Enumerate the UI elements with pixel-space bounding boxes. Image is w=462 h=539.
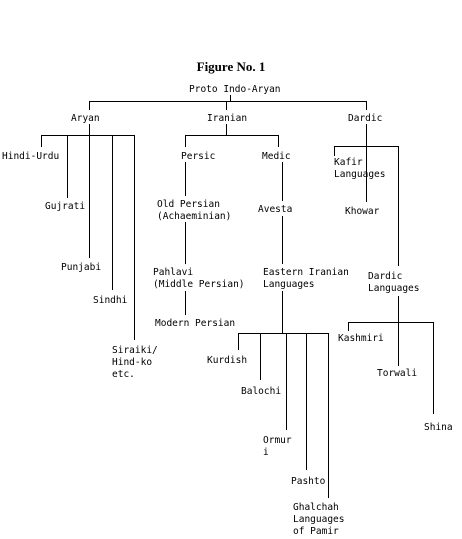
- node-dardic: Dardic: [348, 113, 383, 124]
- node-sindhi: Sindhi: [93, 295, 128, 306]
- figure-title: Figure No. 1: [196, 59, 266, 74]
- node-kurdish: Kurdish: [207, 355, 248, 366]
- node-balochi: Balochi: [241, 386, 282, 397]
- node-gujrati: Gujrati: [45, 201, 86, 212]
- node-punjabi: Punjabi: [61, 262, 102, 273]
- node-ghalchah: Ghalchah Languages of Pamir: [293, 502, 345, 537]
- node-aryan: Aryan: [71, 113, 100, 124]
- node-kafir-languages: Kafir Languages: [334, 157, 386, 180]
- node-siraiki: Siraiki/ Hind-ko etc.: [112, 345, 158, 380]
- node-khowar: Khowar: [345, 206, 380, 217]
- node-persic: Persic: [181, 151, 216, 162]
- node-proto-indo-aryan: Proto Indo-Aryan: [189, 84, 281, 95]
- node-pahlavi: Pahlavi (Middle Persian): [153, 267, 245, 290]
- node-shina: Shina: [424, 422, 453, 433]
- node-ormuri: Ormur i: [263, 435, 292, 458]
- node-modern-persian: Modern Persian: [155, 318, 236, 329]
- node-pashto: Pashto: [291, 476, 326, 487]
- node-torwali: Torwali: [377, 368, 418, 379]
- node-medic: Medic: [262, 151, 291, 162]
- node-dardic-languages: Dardic Languages: [368, 271, 420, 294]
- node-eastern-iranian: Eastern Iranian Languages: [263, 267, 349, 290]
- node-old-persian: Old Persian (Achaeminian): [157, 199, 232, 222]
- node-kashmiri: Kashmiri: [338, 333, 384, 344]
- node-avesta: Avesta: [258, 204, 293, 215]
- node-hindi-urdu: Hindi-Urdu: [2, 151, 60, 162]
- node-iranian: Iranian: [207, 113, 248, 124]
